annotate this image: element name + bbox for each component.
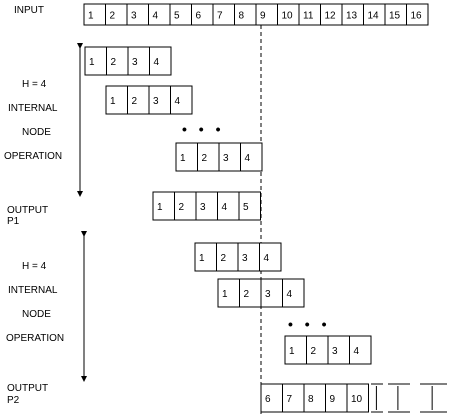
output-p1-block-cell: 3	[200, 202, 206, 213]
output-p1-block-cell: 4	[222, 202, 228, 213]
window-b-cell: 1	[110, 96, 116, 107]
output-p1-block-cell: 5	[243, 202, 249, 213]
output-p2-block-cell: 10	[351, 394, 363, 405]
input-row-cell: 8	[239, 11, 245, 22]
window-a-cell: 4	[154, 57, 160, 68]
window-d-cell: 4	[264, 253, 270, 264]
window-b: 1 2 3 4	[105, 85, 193, 115]
window-c: 1 2 3 4	[175, 142, 263, 172]
window-f-cell: 3	[332, 346, 338, 357]
h-label-1: H = 4	[22, 79, 47, 90]
operation-label-2: OPERATION	[6, 333, 65, 344]
window-a-cell: 3	[132, 57, 138, 68]
output-label-1: OUTPUT	[7, 205, 49, 216]
window-f-cell: 4	[354, 346, 360, 357]
h-label-2: H = 4	[22, 261, 47, 272]
input-row-cell: 2	[110, 11, 116, 22]
ellipsis-dots-1: • • •	[182, 121, 225, 137]
window-e: 1 2 3 4	[217, 278, 305, 308]
window-e-cell: 1	[222, 289, 228, 300]
ellipsis-dots-2: • • •	[288, 316, 331, 332]
output-p2-block-cell: 9	[330, 394, 336, 405]
window-c-cell: 2	[202, 153, 208, 164]
window-c-cell: 1	[180, 153, 186, 164]
input-row-cell: 9	[260, 11, 266, 22]
output-p2-empty-slots	[371, 383, 447, 413]
input-row-cell: 12	[325, 11, 337, 22]
window-a-cell: 2	[111, 57, 117, 68]
window-b-cell: 4	[175, 96, 181, 107]
input-row-cell: 16	[411, 11, 423, 22]
input-row-cell: 4	[153, 11, 159, 22]
input-row-cell: 14	[368, 11, 380, 22]
output-p2-block-frame	[260, 383, 369, 413]
window-c-cell: 3	[223, 153, 229, 164]
input-row-cell: 6	[196, 11, 202, 22]
internal-label-2: INTERNAL	[8, 285, 58, 296]
output-p2-block-cell: 7	[287, 394, 293, 405]
window-e-cell: 3	[265, 289, 271, 300]
output-p1-block-cell: 1	[157, 202, 163, 213]
internal-label-1: INTERNAL	[8, 103, 58, 114]
input-row-cell: 3	[131, 11, 137, 22]
window-d-cell: 1	[199, 253, 205, 264]
window-d: 1 2 3 4	[194, 242, 282, 272]
input-row-cell: 13	[346, 11, 358, 22]
input-row-cell: 10	[282, 11, 294, 22]
node-label-1: NODE	[22, 127, 51, 138]
input-label: INPUT	[14, 5, 44, 16]
output-p2-block: 6 7 8 9 10	[260, 383, 369, 413]
window-b-cell: 3	[153, 96, 159, 107]
input-row-cell: 11	[303, 11, 314, 22]
node-label-2: NODE	[22, 309, 51, 320]
output-label-2: OUTPUT	[7, 383, 49, 394]
window-d-cell: 2	[221, 253, 227, 264]
input-row-cell: 5	[174, 11, 180, 22]
input-row-cell: 1	[88, 11, 94, 22]
output-p2-block-cell: 8	[308, 394, 314, 405]
window-f-cell: 2	[311, 346, 317, 357]
input-row-cell: 15	[389, 11, 401, 22]
window-e-cell: 2	[244, 289, 250, 300]
output-p2-label: P2	[7, 395, 20, 406]
window-f-cell: 1	[289, 346, 295, 357]
output-p1-label: P1	[7, 216, 20, 227]
window-d-cell: 3	[242, 253, 248, 264]
operation-label-1: OPERATION	[4, 151, 63, 162]
window-a-cell: 1	[89, 57, 95, 68]
window-b-cell: 2	[132, 96, 138, 107]
window-a: 1 2 3 4	[84, 46, 172, 76]
output-p2-block-cell: 6	[265, 394, 271, 405]
input-row-cell: 7	[217, 11, 223, 22]
window-e-cell: 4	[287, 289, 293, 300]
output-p1-block-cell: 2	[179, 202, 185, 213]
output-p1-block-frame	[152, 191, 261, 221]
output-p1-block: 1 2 3 4 5	[152, 191, 261, 221]
window-f: 1 2 3 4	[284, 335, 372, 365]
window-c-cell: 4	[245, 153, 251, 164]
